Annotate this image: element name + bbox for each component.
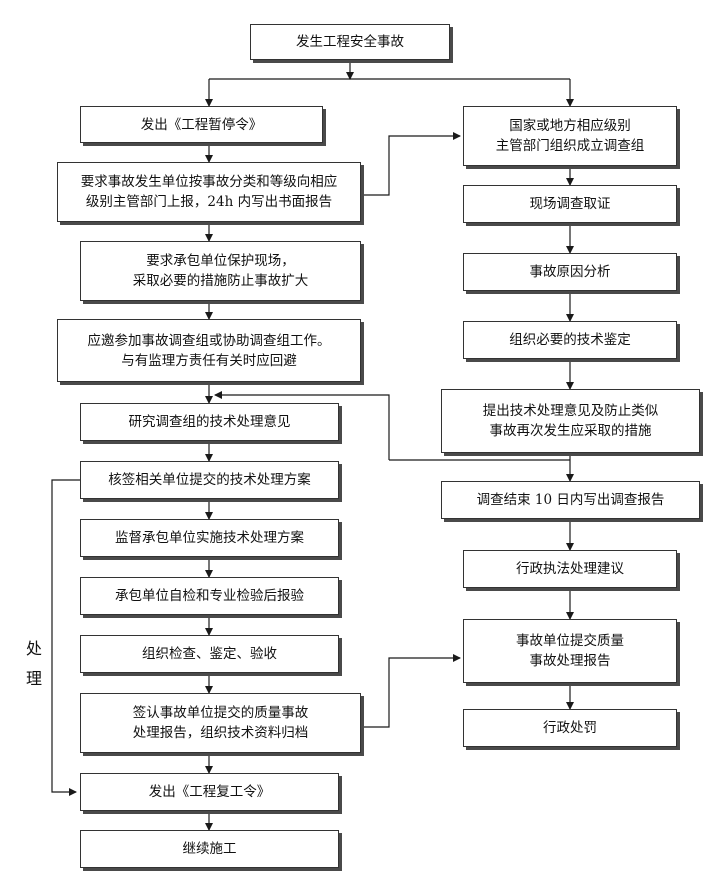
left-step-5-box: 研究调查组的技术处理意见 (80, 403, 339, 441)
right-step-3-box: 事故原因分析 (463, 253, 677, 291)
right-step-1-box: 国家或地方相应级别 主管部门组织成立调查组 (463, 106, 677, 166)
right-step-9-box: 行政处罚 (463, 709, 677, 747)
right-step-5-box: 提出技术处理意见及防止类似 事故再次发生应采取的措施 (441, 389, 700, 453)
start-box: 发生工程安全事故 (250, 24, 450, 60)
right-step-4-box: 组织必要的技术鉴定 (463, 321, 677, 359)
left-step-6-box: 核签相关单位提交的技术处理方案 (80, 461, 339, 499)
right-step-7-box: 行政执法处理建议 (463, 550, 677, 588)
right-step-8-box: 事故单位提交质量 事故处理报告 (463, 619, 677, 683)
left-step-8-box: 承包单位自检和专业检验后报验 (80, 577, 339, 615)
processing-side-label: 处 理 (25, 639, 42, 688)
connector (361, 132, 461, 196)
connector (51, 479, 80, 796)
connector (361, 654, 461, 728)
left-step-10-box: 签认事故单位提交的质量事故 处理报告，组织技术资料归档 (80, 693, 361, 753)
left-step-2-box: 要求事故发生单位按事故分类和等级向相应 级别主管部门上报，24h 内写出书面报告 (57, 162, 361, 222)
left-step-4-box: 应邀参加事故调查组或协助调查组工作。 与有监理方责任有关时应回避 (57, 319, 361, 382)
right-step-6-box: 调查结束 10 日内写出调查报告 (441, 481, 700, 519)
left-step-11-box: 发出《工程复工令》 (80, 773, 339, 811)
right-step-2-box: 现场调查取证 (463, 185, 677, 223)
connector (214, 391, 390, 460)
left-step-1-box: 发出《工程暂停令》 (80, 106, 323, 143)
left-step-3-box: 要求承包单位保护现场， 采取必要的措施防止事故扩大 (80, 241, 361, 301)
left-step-7-box: 监督承包单位实施技术处理方案 (80, 519, 339, 557)
left-step-9-box: 组织检查、鉴定、验收 (80, 635, 339, 673)
left-step-12-box: 继续施工 (80, 830, 339, 868)
